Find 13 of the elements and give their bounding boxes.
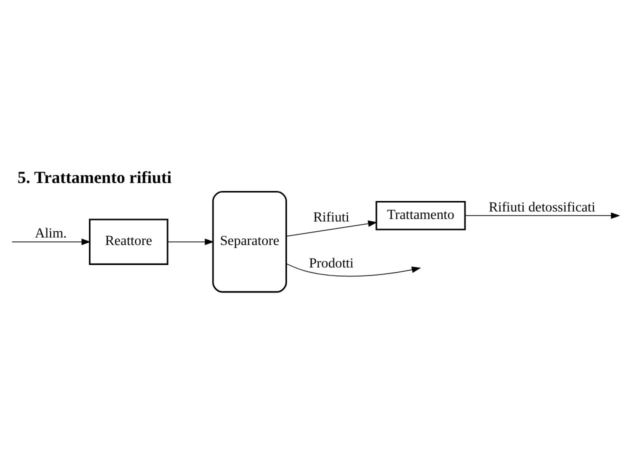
arrow bbox=[12, 238, 91, 245]
node-box: Trattamento bbox=[376, 200, 466, 230]
edge-label: Rifiuti bbox=[313, 210, 350, 225]
diagram-title: 5. Trattamento rifiuti bbox=[18, 167, 172, 186]
node-box: Separatore bbox=[212, 190, 287, 292]
arrow bbox=[286, 220, 378, 236]
arrow bbox=[464, 212, 620, 218]
arrow bbox=[167, 238, 214, 245]
node-box: Reattore bbox=[88, 218, 168, 264]
edge-label: Prodotti bbox=[308, 256, 354, 272]
edge-label: Alim. bbox=[34, 226, 67, 242]
edge-label: Rifiuti detossificati bbox=[488, 200, 596, 215]
arrow bbox=[286, 262, 421, 276]
